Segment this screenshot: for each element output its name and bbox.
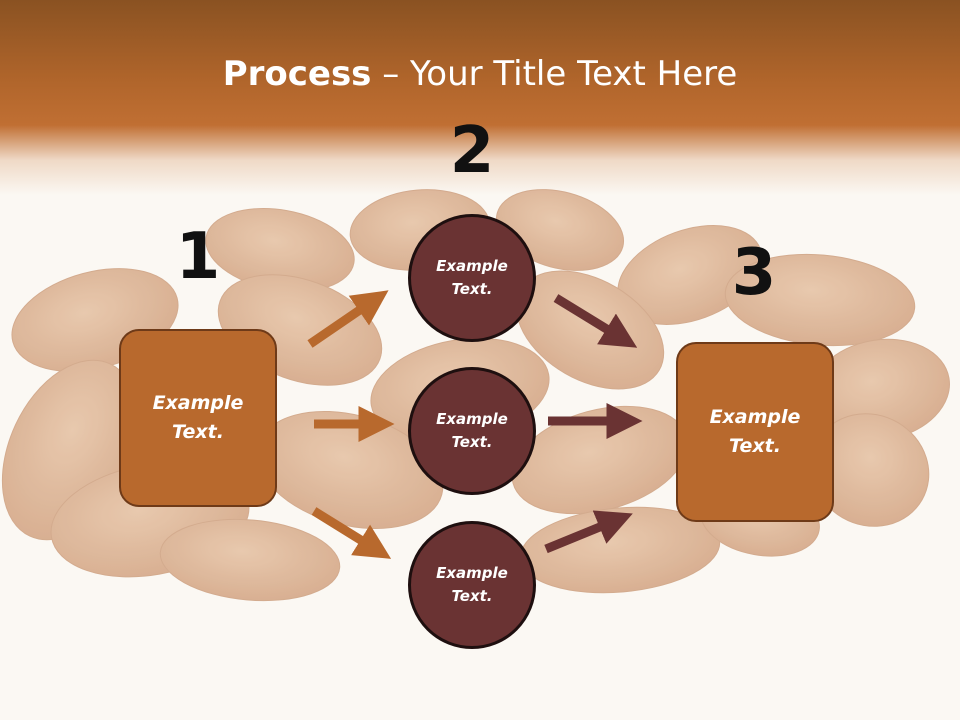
step-circle-top: Example Text.	[408, 214, 536, 342]
step-circle-bottom: Example Text.	[408, 521, 536, 649]
slide-title: Process – Your Title Text Here	[0, 50, 960, 98]
circle-middle-line-1: Example	[436, 410, 508, 428]
circle-bottom-line-1: Example	[436, 564, 508, 582]
arrow-top-to-right	[553, 294, 638, 348]
circle-top-line-2: Text.	[451, 280, 493, 298]
step-number-2: 2	[449, 114, 495, 188]
left-box-line-1: Example	[152, 392, 244, 414]
title-rest: – Your Title Text Here	[371, 54, 738, 94]
arrow-left-to-bottom	[311, 507, 392, 559]
step-number-1: 1	[175, 220, 221, 294]
right-box-line-2: Text.	[729, 435, 781, 457]
circle-top-line-1: Example	[436, 257, 508, 275]
circle-middle-line-2: Text.	[451, 433, 493, 451]
arrow-bottom-to-right	[544, 510, 633, 554]
arrow-left-to-top	[307, 290, 389, 348]
step-box-left: Example Text.	[119, 329, 277, 507]
right-box-line-1: Example	[709, 406, 801, 428]
step-circle-middle: Example Text.	[408, 367, 536, 495]
title-bold: Process	[222, 54, 372, 94]
step-number-3: 3	[731, 236, 777, 310]
step-box-right: Example Text.	[676, 342, 834, 522]
circle-bottom-line-2: Text.	[451, 587, 493, 605]
left-box-line-2: Text.	[172, 421, 224, 443]
